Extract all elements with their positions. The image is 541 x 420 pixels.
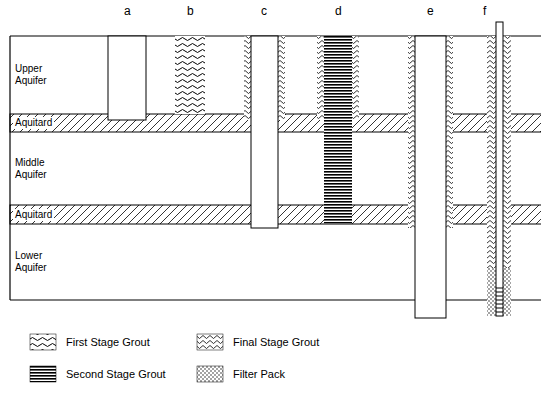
aquifer-band: Lower Aquifer [10,224,541,300]
aquifer-band: Middle Aquifer [10,132,541,205]
legend-text: Second Stage Grout [66,367,166,381]
legend-text: First Stage Grout [66,335,150,349]
column-letter: c [260,4,268,18]
layer-label: Aquitard [13,209,54,221]
legend-text: Final Stage Grout [233,335,319,349]
column-letter: e [426,4,435,18]
aquitard-band: Aquitard [10,114,541,132]
column-letter: b [186,4,195,18]
column-letter: d [334,4,343,18]
aquifer-band: Upper Aquifer [10,36,541,114]
layer-label: Aquitard [13,117,54,129]
column-letter: f [482,4,487,18]
legend-text: Filter Pack [233,367,285,381]
layer-label: Middle Aquifer [13,157,69,181]
aquitard-band: Aquitard [10,205,541,224]
layer-label: Upper Aquifer [13,63,69,87]
column-letter: a [123,4,132,18]
layer-label: Lower Aquifer [13,250,69,274]
